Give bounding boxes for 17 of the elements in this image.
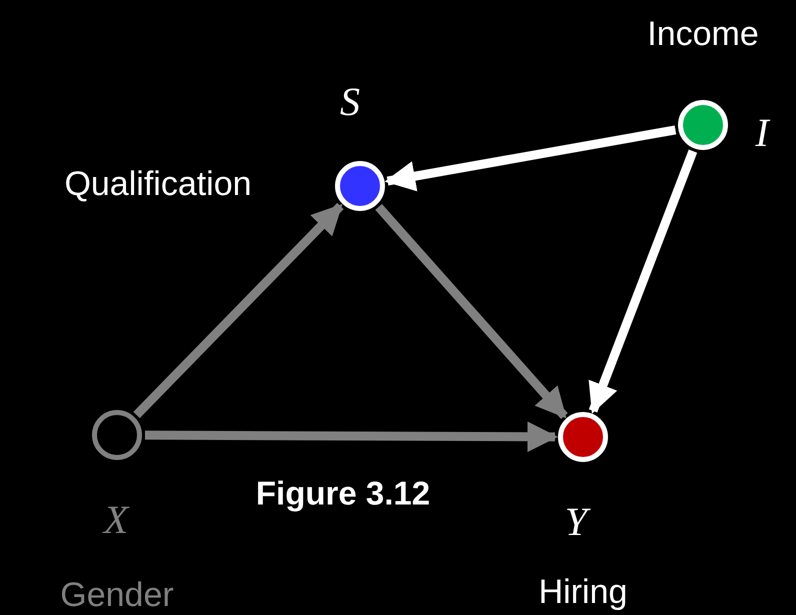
node-caption: Income bbox=[647, 17, 759, 51]
arrow bbox=[384, 125, 676, 192]
variable-letter: I bbox=[755, 113, 769, 153]
figure-label: Figure 3.12 bbox=[256, 476, 430, 510]
node-circle bbox=[558, 412, 608, 462]
variable-letter: S bbox=[340, 82, 360, 122]
variable-letter: X bbox=[104, 500, 128, 540]
node-caption: Hiring bbox=[538, 575, 628, 609]
node-caption: Qualification bbox=[64, 167, 252, 201]
node-caption: Gender bbox=[60, 578, 174, 612]
arrow bbox=[588, 150, 698, 414]
arrow bbox=[133, 202, 344, 418]
node-circle bbox=[92, 410, 142, 460]
node-circle bbox=[678, 100, 728, 150]
arrow bbox=[144, 421, 558, 452]
node-circle bbox=[335, 161, 385, 211]
arrow bbox=[375, 204, 568, 420]
